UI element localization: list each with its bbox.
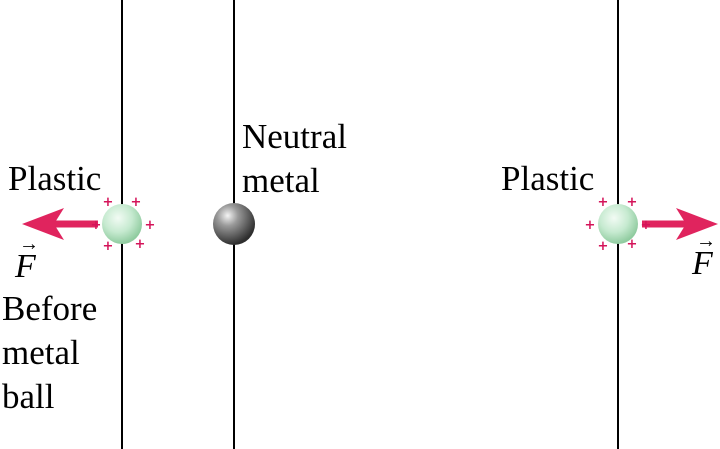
charges-right: + + + + + + <box>585 195 652 254</box>
charge-sign: + <box>627 195 638 210</box>
vector-arrow-icon: → <box>19 233 39 255</box>
label-neutral-metal-line1: Neutral <box>242 117 347 156</box>
charges-left: + + + + + + <box>91 195 156 254</box>
force-symbol-letter: F <box>692 245 713 282</box>
label-neutral-metal: Neutral metal <box>242 115 347 203</box>
charge-sign: + <box>103 239 114 254</box>
charge-sign: + <box>641 218 652 233</box>
label-before-line1: Before <box>2 289 98 328</box>
charge-sign: + <box>598 195 609 210</box>
label-plastic-right: Plastic <box>501 159 595 198</box>
charge-sign: + <box>131 195 142 210</box>
force-arrow-left <box>22 208 98 240</box>
vector-arrow-icon: → <box>696 230 716 252</box>
metal-ball <box>213 203 255 245</box>
charge-sign: + <box>585 218 596 233</box>
plastic-ball-right <box>598 204 638 244</box>
charge-sign: + <box>598 239 609 254</box>
force-symbol-right: → F <box>692 231 716 282</box>
plastic-ball-left <box>102 204 142 244</box>
charge-sign: + <box>135 237 146 252</box>
label-before-line2: metal <box>2 333 80 372</box>
label-neutral-metal-line2: metal <box>242 161 320 200</box>
label-before-line3: ball <box>2 377 55 416</box>
force-symbol-letter: F <box>15 248 36 285</box>
charge-sign: + <box>103 195 114 210</box>
charge-sign: + <box>627 237 638 252</box>
charge-sign: + <box>145 218 156 233</box>
label-plastic-left: Plastic <box>8 159 102 198</box>
charge-sign: + <box>91 218 102 233</box>
force-symbol-left: → F <box>15 234 39 285</box>
label-before-metal-ball: Before metal ball <box>2 287 97 419</box>
force-arrow-right <box>642 208 718 240</box>
